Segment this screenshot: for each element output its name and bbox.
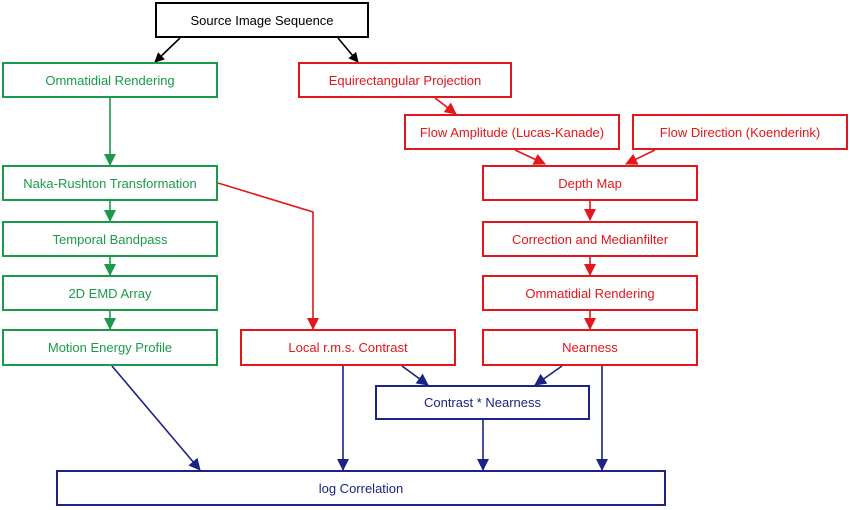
temporal-bandpass-box: Temporal Bandpass	[2, 221, 218, 257]
depth-map-box: Depth Map	[482, 165, 698, 201]
nearness-box: Nearness	[482, 329, 698, 366]
flow-amplitude-box: Flow Amplitude (Lucas-Kanade)	[404, 114, 620, 150]
local-rms-contrast-box: Local r.m.s. Contrast	[240, 329, 456, 366]
arrow-naka-to-contrast	[217, 182, 319, 330]
arrow-source-to-equirectangular	[337, 37, 359, 63]
source-image-sequence-box: Source Image Sequence	[155, 2, 369, 38]
equirectangular-projection-box: Equirectangular Projection	[298, 62, 512, 98]
naka-rushton-box: Naka-Rushton Transformation	[2, 165, 218, 201]
arrow-source-to-ommatidial	[154, 37, 181, 63]
arrow-motion-to-correlation	[111, 365, 201, 471]
ommatidial-rendering-red-box: Ommatidial Rendering	[482, 275, 698, 311]
correction-medianfilter-box: Correction and Medianfilter	[482, 221, 698, 257]
flow-direction-box: Flow Direction (Koenderink)	[632, 114, 848, 150]
contrast-nearness-box: Contrast * Nearness	[375, 385, 590, 420]
log-correlation-box: log Correlation	[56, 470, 666, 506]
arrow-contrast-to-product	[401, 365, 429, 386]
emd-array-box: 2D EMD Array	[2, 275, 218, 311]
arrow-flow-direction-to-depth	[625, 149, 656, 165]
ommatidial-rendering-box: Ommatidial Rendering	[2, 62, 218, 98]
arrow-equirect-to-flow-amplitude	[434, 97, 457, 115]
arrow-flow-amplitude-to-depth	[514, 149, 546, 165]
arrow-nearness-to-product	[534, 365, 563, 386]
motion-energy-profile-box: Motion Energy Profile	[2, 329, 218, 366]
